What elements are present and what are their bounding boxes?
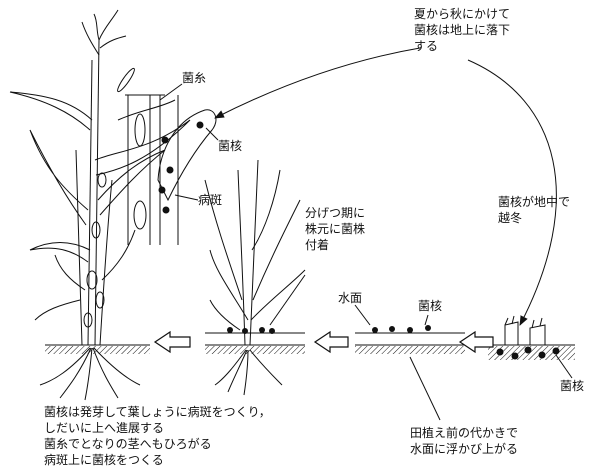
block-arrow-1 (458, 330, 494, 354)
label-sclerotium-top: 菌核 (218, 139, 243, 153)
magnified-sheath-inset (117, 83, 219, 245)
block-arrow-3 (153, 330, 191, 354)
flooded-field (354, 304, 465, 421)
label-spread-description: 菌核は発芽して葉しょうに病斑をつくり， しだいに上へ進展する 菌糸でとなりの茎へ… (44, 405, 271, 467)
label-autumn-fall: 夏から秋にかけて 菌核は地上に落下 する (414, 7, 511, 53)
label-water-surface: 水面 (338, 291, 363, 305)
flow-arrows (153, 330, 494, 354)
ground-plant-2 (205, 274, 306, 354)
label-hyphae: 菌糸 (182, 71, 207, 85)
fall-arrow (214, 47, 421, 119)
ground-plant-1 (45, 344, 150, 354)
label-float-description: 田植え前の代かきで 水面に浮かび上がる (410, 426, 519, 456)
label-overwinter: 菌核が地中で 越冬 (498, 195, 571, 225)
label-sclerotium-water: 菌核 (418, 299, 443, 313)
cycle-arrows (214, 47, 557, 326)
overwinter-arrow (467, 59, 557, 326)
label-sclerotium-soil: 菌核 (560, 379, 585, 393)
stubble-field (488, 315, 575, 379)
block-arrow-2 (313, 330, 349, 354)
label-tillering: 分げつ期に 株元に菌株 付着 (305, 206, 366, 252)
label-lesion: 病斑 (198, 193, 223, 207)
